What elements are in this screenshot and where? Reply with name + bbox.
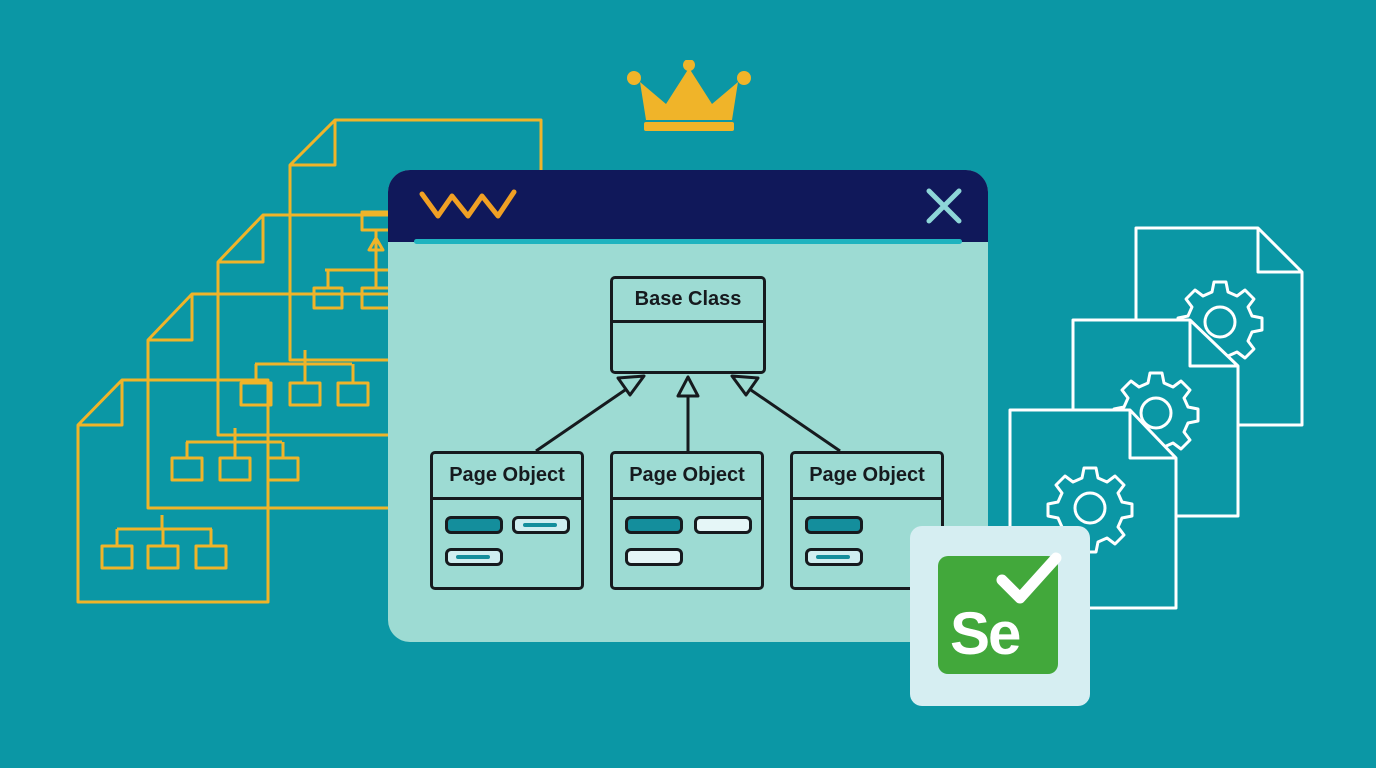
page-object-field	[805, 548, 863, 566]
base-class-title: Base Class	[613, 279, 763, 323]
page-object-title: Page Object	[613, 454, 761, 500]
tree-document-icon	[76, 378, 270, 604]
close-icon[interactable]	[924, 186, 964, 226]
title-bar-divider	[414, 239, 962, 244]
page-object-field	[512, 516, 570, 534]
selenium-logo-icon: Se	[938, 552, 1062, 674]
page-object-box: Page Object	[610, 451, 764, 590]
page-object-field	[625, 516, 683, 534]
page-object-field	[625, 548, 683, 566]
base-class-box: Base Class	[610, 276, 766, 374]
page-object-title: Page Object	[433, 454, 581, 500]
check-icon	[996, 552, 1062, 604]
crown-icon	[627, 60, 751, 131]
inheritance-arrowhead	[730, 374, 760, 397]
inheritance-arrowhead	[676, 375, 700, 398]
page-object-field	[694, 516, 752, 534]
page-object-title: Page Object	[793, 454, 941, 500]
selenium-badge: Se	[910, 526, 1090, 706]
app-window: Base Class Page Object Page Object Page …	[388, 170, 988, 642]
page-object-field	[445, 516, 503, 534]
right-document-stack	[1008, 226, 1304, 610]
left-document-stack	[76, 118, 543, 604]
page-object-field	[445, 548, 503, 566]
selenium-logo-text: Se	[950, 600, 1021, 667]
page-object-field	[805, 516, 863, 534]
inheritance-arrowhead	[616, 374, 646, 397]
title-bar	[388, 170, 988, 242]
inheritance-arrows	[535, 374, 841, 453]
tree-document-icon	[216, 213, 392, 437]
zigzag-logo-icon	[419, 189, 517, 219]
page-object-box: Page Object	[430, 451, 584, 590]
